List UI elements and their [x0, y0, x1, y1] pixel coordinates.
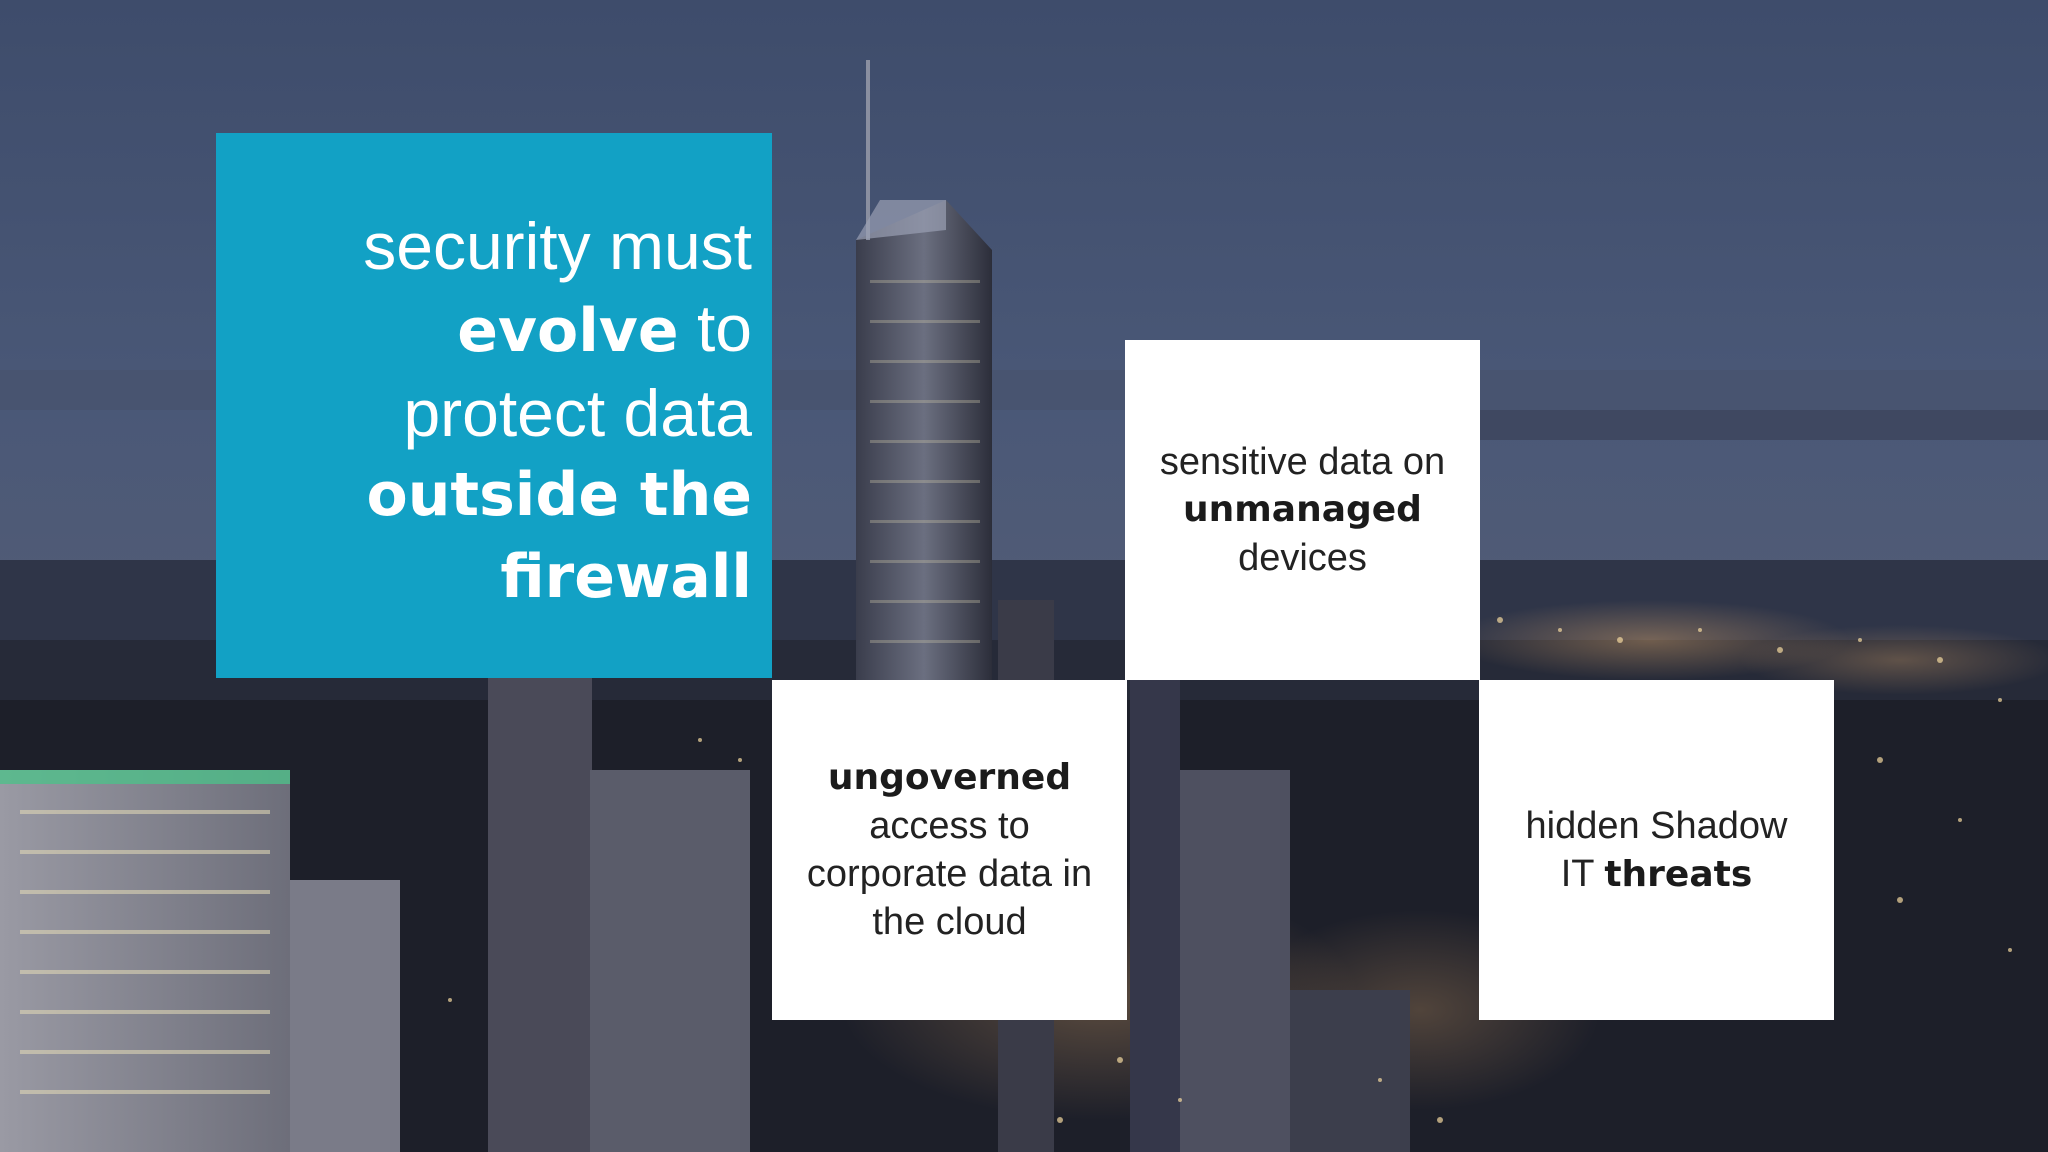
tile-shadow-line-2: IT threats	[1561, 850, 1753, 899]
headline-box: security must evolve to protect data out…	[216, 133, 772, 678]
tile-cloud-line-4: the cloud	[872, 901, 1027, 943]
tile-shadow-line-1: hidden Shadow	[1525, 804, 1788, 847]
tile-cloud-line-3: corporate data in	[806, 853, 1093, 895]
headline-to: to	[678, 291, 752, 365]
tile-unmanaged-devices: sensitive data on unmanaged devices	[1125, 340, 1480, 680]
tile-cloud-line-2: access to	[869, 805, 1030, 847]
headline-line-4: outside the	[366, 460, 752, 530]
tile-unmanaged-line-3: devices	[1238, 537, 1367, 579]
tile-shadow-it: IT	[1560, 852, 1605, 895]
tile-unmanaged-line-1: sensitive data on	[1159, 441, 1446, 483]
headline-evolve: evolve	[457, 296, 679, 366]
tile-shadow-it-threats: hidden Shadow IT threats	[1479, 680, 1834, 1020]
tile-unmanaged-line-2: unmanaged	[1183, 489, 1422, 530]
headline-line-1: security must	[363, 209, 752, 283]
headline-line-3: protect data	[403, 376, 752, 450]
tile-shadow-threats: threats	[1604, 853, 1753, 895]
tile-ungoverned-cloud-access: ungoverned access to corporate data in t…	[772, 680, 1127, 1020]
tile-cloud-line-1: ungoverned	[827, 757, 1072, 798]
headline-line-2: evolve to	[236, 287, 752, 372]
headline-line-5: firewall	[500, 542, 752, 612]
